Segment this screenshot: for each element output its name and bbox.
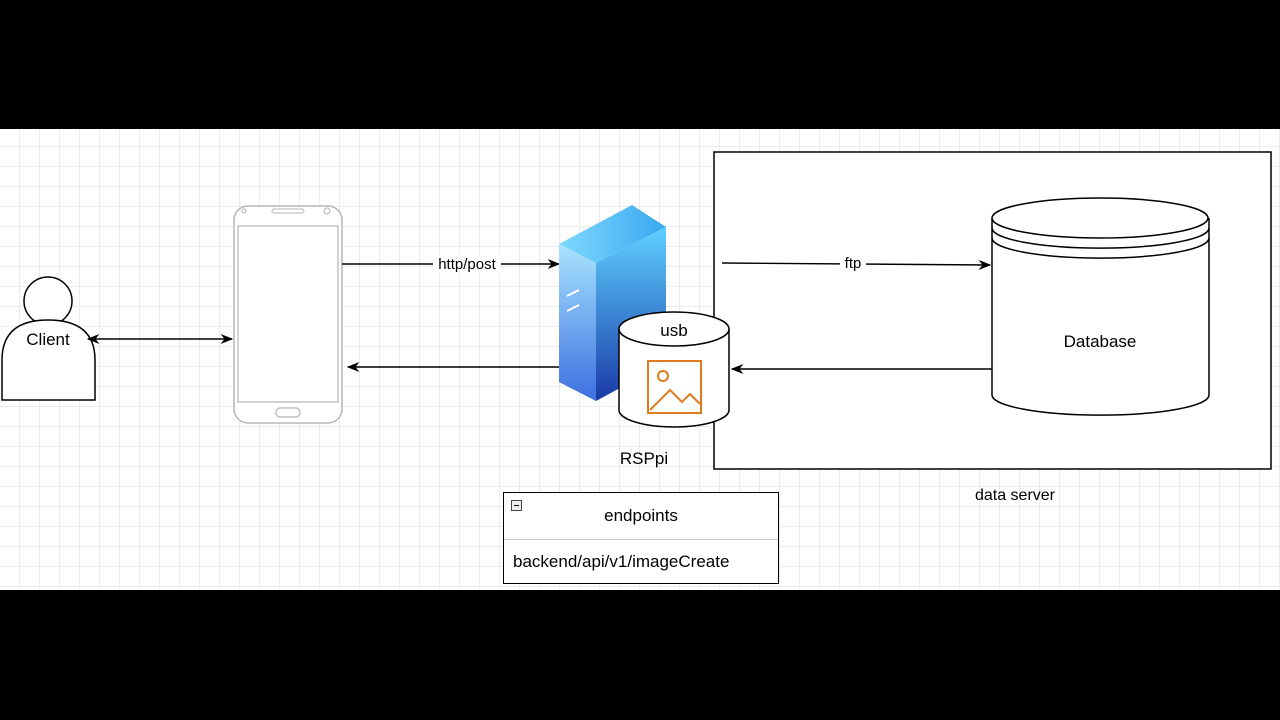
http-post-label-bg	[433, 255, 501, 273]
collapse-toggle-icon[interactable]	[511, 500, 522, 511]
database-cylinder	[991, 197, 1210, 416]
endpoints-container: endpoints backend/api/v1/imageCreate	[503, 492, 779, 584]
data-server-label: data server	[975, 487, 1056, 504]
database-label: Database	[1064, 332, 1137, 351]
usb-label: usb	[660, 321, 687, 340]
endpoints-title: endpoints	[604, 506, 678, 525]
endpoint-item: backend/api/v1/imageCreate	[504, 540, 778, 584]
client-person-icon	[1, 276, 96, 401]
rsppi-label: RSPpi	[620, 449, 668, 468]
http-post-label: http/post	[438, 256, 496, 273]
smartphone-icon	[233, 205, 343, 424]
ftp-label-bg	[840, 254, 866, 272]
endpoint-item-label: backend/api/v1/imageCreate	[513, 552, 730, 571]
ftp-label: ftp	[845, 255, 862, 272]
client-label: Client	[26, 330, 70, 349]
image-icon	[647, 360, 702, 414]
endpoints-header: endpoints	[504, 493, 778, 540]
